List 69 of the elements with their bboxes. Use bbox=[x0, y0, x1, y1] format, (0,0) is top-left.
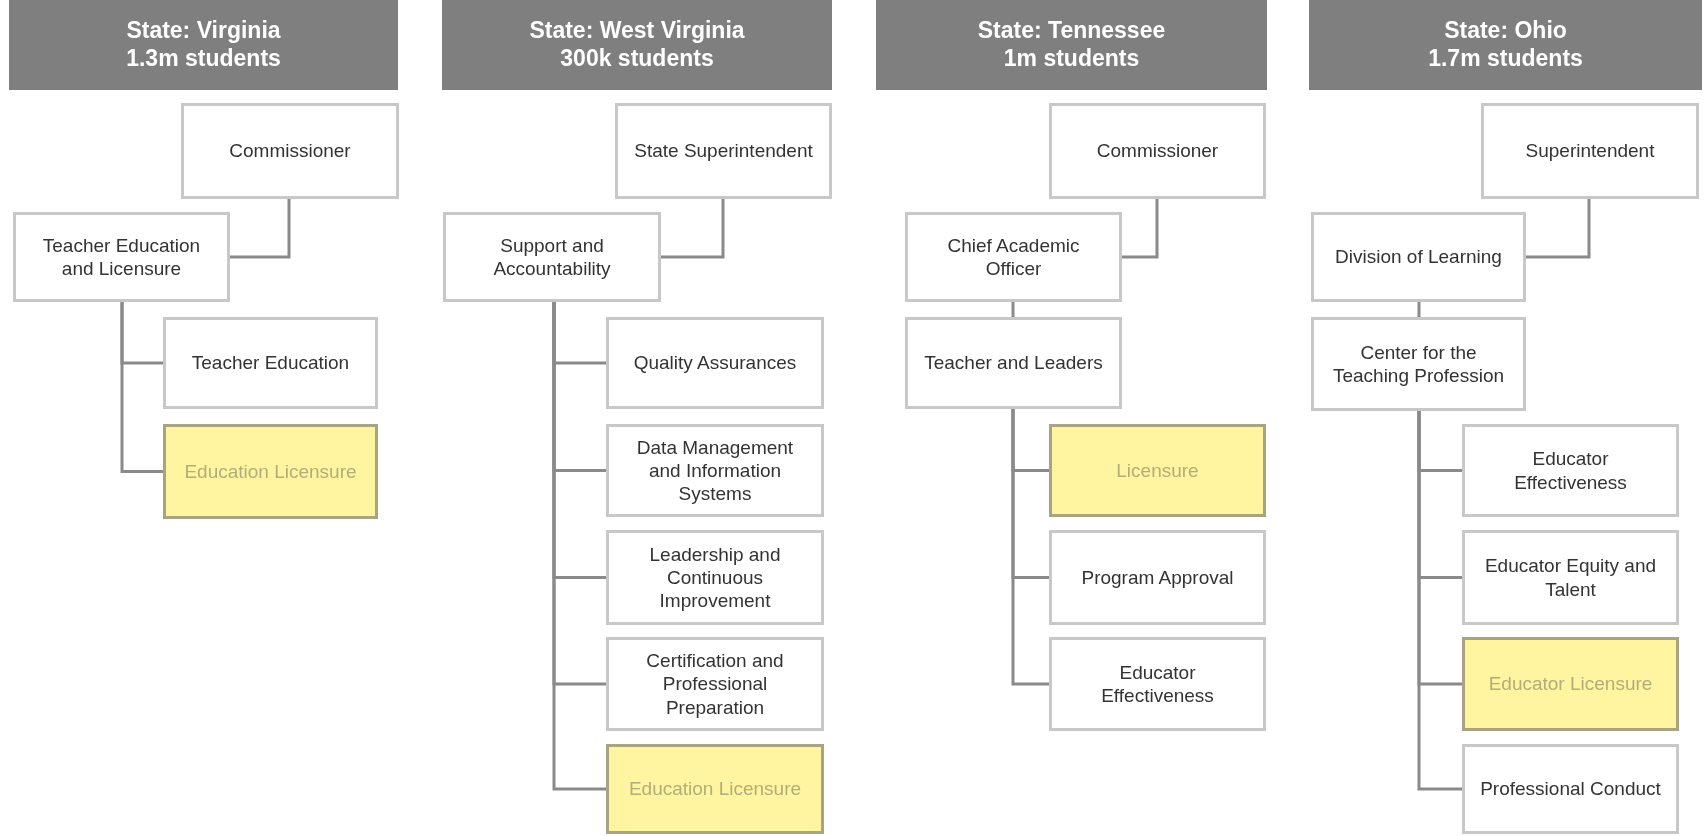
org-box bbox=[1481, 103, 1699, 199]
org-box bbox=[13, 212, 230, 302]
header-text: State: Tennessee bbox=[977, 17, 1166, 45]
org-box bbox=[1049, 637, 1266, 731]
box-label: Center for the Teaching Profession bbox=[1331, 340, 1506, 388]
box-label: Division of Learning bbox=[1335, 245, 1502, 269]
box-label: Superintendent bbox=[1525, 139, 1655, 163]
connector-line bbox=[1417, 411, 1462, 791]
org-box bbox=[181, 103, 399, 199]
highlighted-box bbox=[606, 744, 824, 834]
connector-line bbox=[1011, 409, 1049, 686]
org-box bbox=[1049, 103, 1266, 199]
org-box bbox=[606, 424, 824, 517]
header-band bbox=[876, 0, 1267, 90]
org-box bbox=[606, 317, 824, 409]
box-label: Quality Assurances bbox=[633, 351, 797, 375]
org-box bbox=[615, 103, 832, 199]
box-label: Teacher and Leaders bbox=[924, 351, 1103, 375]
org-box bbox=[1462, 744, 1679, 834]
box-label: Chief Academic Officer bbox=[946, 233, 1081, 281]
box-label: Program Approval bbox=[1081, 565, 1234, 590]
org-box bbox=[905, 212, 1122, 302]
header-text: State: Virginia bbox=[126, 17, 281, 45]
org-box bbox=[443, 212, 661, 302]
org-box bbox=[1049, 530, 1266, 625]
box-label: Education Licensure bbox=[184, 459, 357, 484]
highlighted-box bbox=[1462, 637, 1679, 731]
box-label: Data Management and Information Systems bbox=[635, 435, 795, 506]
box-label: Education Licensure bbox=[628, 777, 802, 801]
box-label: Educator Effectiveness bbox=[1513, 447, 1628, 494]
connector-line bbox=[1526, 199, 1591, 259]
connector-line bbox=[1417, 302, 1421, 317]
highlighted-box bbox=[1049, 424, 1266, 517]
header-text: 1m students bbox=[1003, 45, 1140, 73]
box-label: Leadership and Continuous Improvement bbox=[648, 542, 782, 613]
box-label: Teacher Education and Licensure bbox=[41, 233, 202, 281]
org-box bbox=[1311, 317, 1526, 411]
connector-line bbox=[1011, 302, 1015, 317]
box-label: Teacher Education bbox=[191, 351, 350, 375]
connector-line bbox=[1122, 199, 1159, 259]
header-text: 1.3m students bbox=[126, 45, 281, 73]
header-text: State: West Virginia bbox=[529, 17, 745, 45]
box-label: Support and Accountability bbox=[492, 233, 612, 281]
box-label: Educator Equity and Talent bbox=[1483, 554, 1658, 601]
header-text: State: Ohio bbox=[1444, 17, 1567, 45]
header-band bbox=[442, 0, 832, 90]
box-label: Educator Effectiveness bbox=[1100, 660, 1215, 708]
header-text: 300k students bbox=[560, 45, 714, 73]
org-box bbox=[1462, 424, 1679, 517]
box-label: Professional Conduct bbox=[1480, 777, 1661, 801]
org-box bbox=[905, 317, 1122, 409]
header-band bbox=[9, 0, 398, 90]
header-band bbox=[1309, 0, 1702, 90]
org-box bbox=[163, 317, 378, 409]
header-text: 1.7m students bbox=[1428, 45, 1583, 73]
box-label: State Superintendent bbox=[634, 139, 813, 163]
connector-line bbox=[661, 199, 725, 259]
org-box bbox=[606, 530, 824, 625]
org-box bbox=[606, 637, 824, 731]
box-label: Licensure bbox=[1116, 458, 1199, 483]
highlighted-box bbox=[163, 424, 378, 519]
connector-line bbox=[120, 302, 163, 473]
org-box bbox=[1311, 212, 1526, 302]
box-label: Commissioner bbox=[229, 139, 351, 163]
connector-line bbox=[230, 199, 291, 259]
org-box bbox=[1462, 530, 1679, 625]
box-label: Commissioner bbox=[1096, 139, 1219, 163]
box-label: Educator Licensure bbox=[1488, 672, 1653, 696]
box-label: Certification and Professional Preparation bbox=[645, 649, 785, 719]
